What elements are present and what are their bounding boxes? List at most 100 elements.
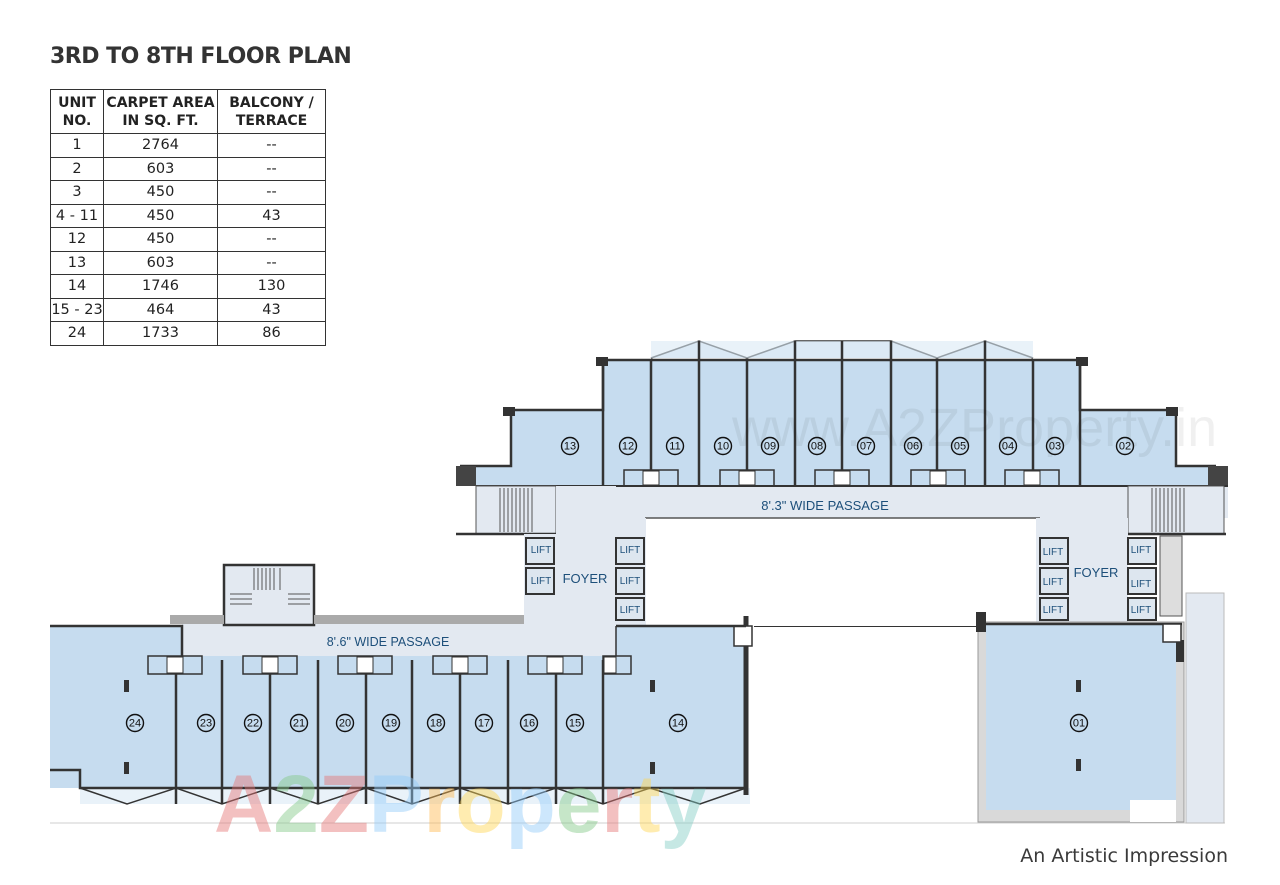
brand-letter: e xyxy=(556,759,602,850)
unit-number: 04 xyxy=(1002,441,1014,453)
lower-staircase xyxy=(222,563,316,627)
brand-letter: o xyxy=(456,759,506,850)
upper-partitions xyxy=(601,341,1082,486)
upper-passage-label: 8'.3" WIDE PASSAGE xyxy=(761,498,889,513)
right-core: LIFT LIFT LIFT LIFT LIFT LIFT FOYER xyxy=(1036,518,1157,626)
unit-number: 03 xyxy=(1049,441,1061,453)
unit-circle-icon xyxy=(856,436,876,456)
balcony-cell: 43 xyxy=(217,203,326,228)
lift-label: LIFT xyxy=(1131,605,1152,616)
brand-letter: r xyxy=(424,759,456,850)
unit-number: 09 xyxy=(764,441,776,453)
left-staircase xyxy=(475,485,557,535)
brand-letter: P xyxy=(369,759,424,850)
unit-number: 19 xyxy=(385,718,397,730)
unit-number: 13 xyxy=(564,441,576,453)
unit-no-cell: 24 xyxy=(50,321,104,346)
unit-number: 06 xyxy=(907,441,919,453)
unit-number: 05 xyxy=(954,441,966,453)
balcony-cell: 43 xyxy=(217,297,326,322)
unit-number: 23 xyxy=(200,718,212,730)
unit-circle-icon xyxy=(560,436,580,456)
unit-number: 11 xyxy=(669,441,680,453)
unit-number: 02 xyxy=(1119,441,1131,453)
balcony-cell: -- xyxy=(217,156,326,181)
unit-marker-08: 08 xyxy=(807,436,827,456)
unit-marker-02: 02 xyxy=(1115,436,1135,456)
unit-marker-10: 10 xyxy=(713,436,733,456)
unit-circle-icon xyxy=(289,713,309,733)
unit-no-cell: 13 xyxy=(50,250,104,275)
brand-letter: A xyxy=(214,759,273,850)
ledge xyxy=(314,615,524,624)
unit-number: 22 xyxy=(247,718,259,730)
brand-letter: 2 xyxy=(273,759,319,850)
brand-watermark: A2ZProperty xyxy=(214,759,707,850)
unit-marker-20: 20 xyxy=(335,713,355,733)
lower-passage-label: 8'.6" WIDE PASSAGE xyxy=(327,635,450,649)
carpet-area-cell: 603 xyxy=(103,250,218,275)
unit-13-floor xyxy=(511,410,603,486)
brand-letter: r xyxy=(601,759,633,850)
unit-number: 08 xyxy=(811,441,823,453)
brand-letter: t xyxy=(633,759,660,850)
unit-circle-icon xyxy=(125,713,145,733)
page-title: 3RD TO 8TH FLOOR PLAN xyxy=(50,44,352,69)
unit-number: 15 xyxy=(569,718,581,730)
unit-number: 18 xyxy=(430,718,442,730)
unit-circle-icon xyxy=(381,713,401,733)
header-balcony-terrace: BALCONY /TERRACE xyxy=(217,89,326,134)
balcony-cell: 86 xyxy=(217,321,326,346)
ledge xyxy=(170,615,224,624)
balcony-cell: 130 xyxy=(217,274,326,299)
right-staircase xyxy=(1127,485,1225,535)
lower-passage xyxy=(182,624,616,656)
lift-label: LIFT xyxy=(1043,605,1064,616)
unit-marker-01: 01 xyxy=(1069,713,1089,733)
lift-label: LIFT xyxy=(1043,547,1064,558)
site-watermark: www.A2ZProperty.in xyxy=(731,398,1217,458)
unit-marker-22: 22 xyxy=(243,713,263,733)
unit-number: 14 xyxy=(672,718,684,730)
carpet-area-cell: 2764 xyxy=(103,133,218,158)
unit-marker-23: 23 xyxy=(196,713,216,733)
lift-label: LIFT xyxy=(1131,545,1152,556)
unit-number: 16 xyxy=(523,718,535,730)
carpet-area-cell: 450 xyxy=(103,203,218,228)
unit-circle-icon xyxy=(1045,436,1065,456)
unit-number: 24 xyxy=(129,718,141,730)
unit-circle-icon xyxy=(903,436,923,456)
foyer-label: FOYER xyxy=(563,571,608,586)
unit-marker-21: 21 xyxy=(289,713,309,733)
left-core: LIFT LIFT LIFT LIFT LIFT FOYER xyxy=(524,486,646,626)
brand-letter: y xyxy=(661,759,707,850)
foyer-label: FOYER xyxy=(1074,565,1119,580)
column xyxy=(1208,466,1228,486)
lift-label: LIFT xyxy=(1043,577,1064,588)
unit-marker-15: 15 xyxy=(565,713,585,733)
column xyxy=(503,407,515,416)
unit-marker-07: 07 xyxy=(856,436,876,456)
unit-circle-icon xyxy=(243,713,263,733)
unit-circle-icon xyxy=(998,436,1018,456)
unit-circle-icon xyxy=(565,713,585,733)
unit-number: 12 xyxy=(622,441,634,453)
unit-marker-11: 11 xyxy=(665,436,685,456)
unit-02-floor xyxy=(1080,410,1176,486)
unit-01-block xyxy=(754,592,1225,824)
unit-number: 10 xyxy=(717,441,729,453)
unit-marker-18: 18 xyxy=(426,713,446,733)
unit-circle-icon xyxy=(618,436,638,456)
unit-marker-04: 04 xyxy=(998,436,1018,456)
unit-circle-icon xyxy=(1069,713,1089,733)
unit-marker-13: 13 xyxy=(560,436,580,456)
unit-marker-03: 03 xyxy=(1045,436,1065,456)
